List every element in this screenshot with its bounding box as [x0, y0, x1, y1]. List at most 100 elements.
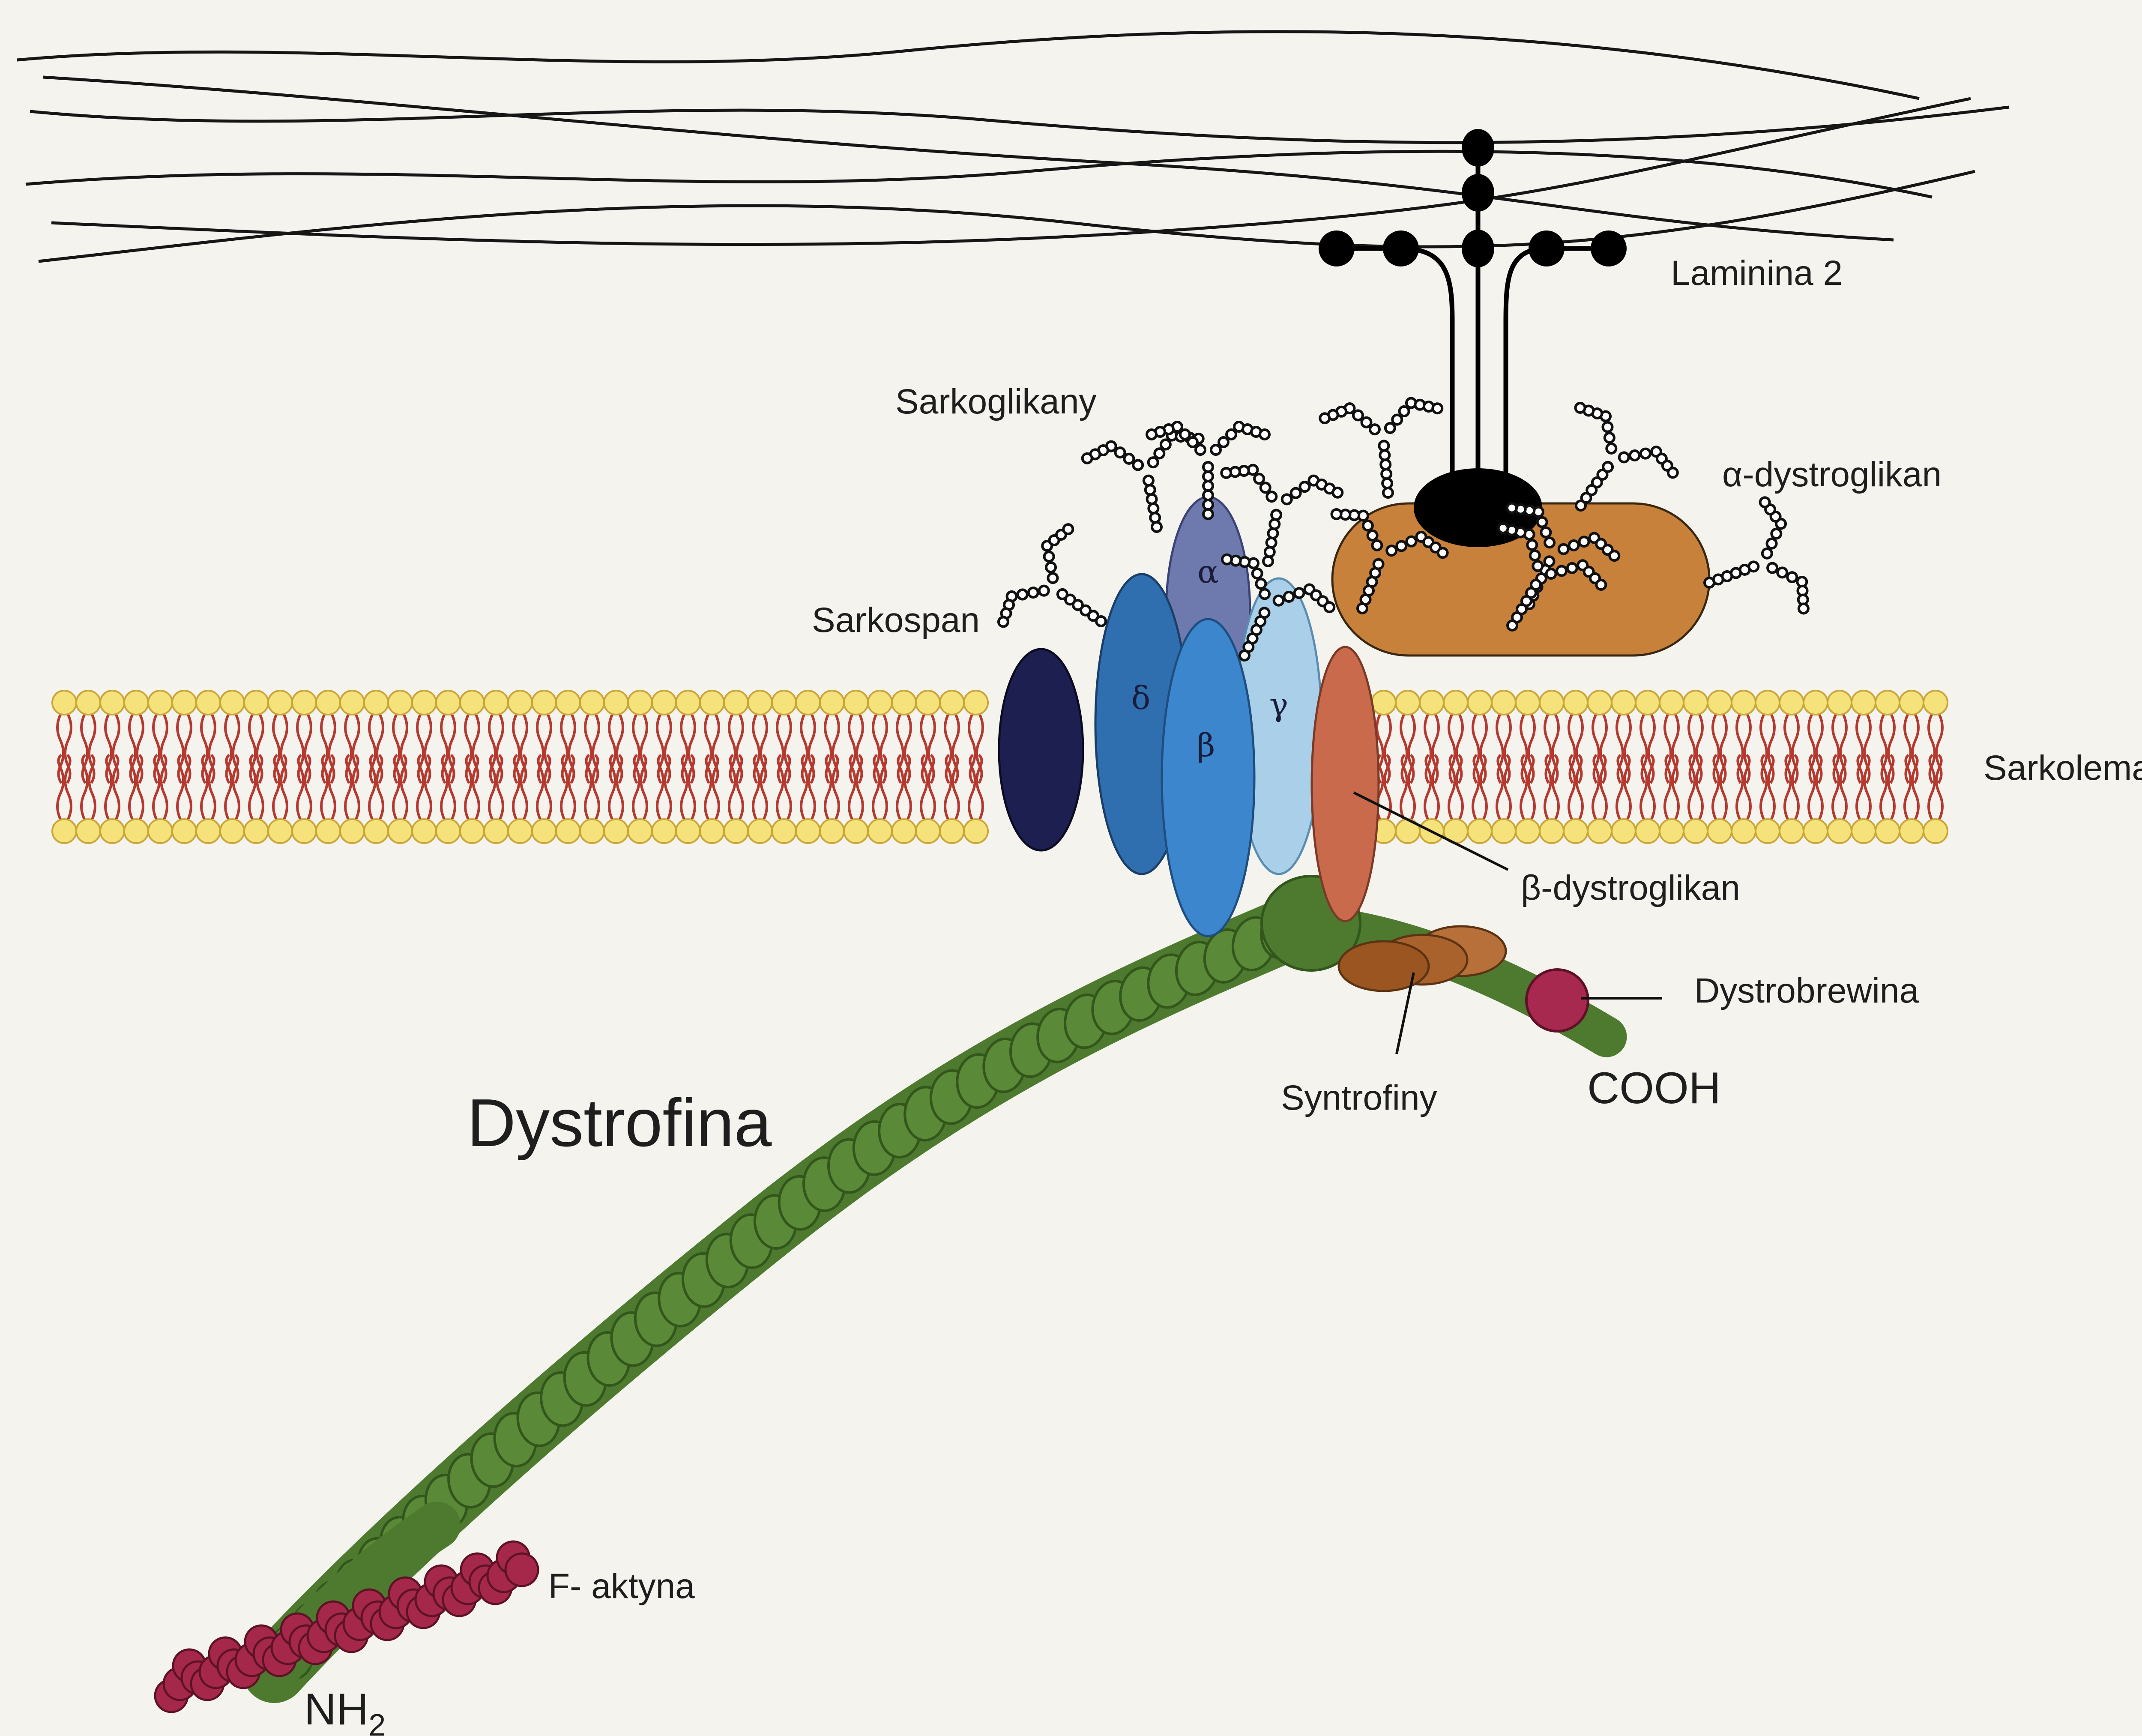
lipid-head [1732, 691, 1756, 715]
lipid-head [1588, 819, 1612, 843]
lipid-head [820, 691, 844, 715]
glycan-bead [1180, 430, 1190, 439]
lipid-head [124, 819, 148, 843]
lipid-head [1708, 691, 1732, 715]
lipid-head [1828, 691, 1852, 715]
lipid-head [772, 819, 796, 843]
glycan-bead [1143, 475, 1154, 486]
lipid-head [1660, 691, 1684, 715]
lipid-head [244, 691, 268, 715]
lipid-head [508, 691, 532, 715]
glycan-bead [1271, 509, 1281, 520]
beta-dystroglycan [1312, 647, 1379, 921]
lipid-head [1852, 819, 1876, 843]
lipid-head [1492, 819, 1516, 843]
lipid-head [1756, 819, 1780, 843]
glycan-bead [1437, 547, 1449, 559]
lipid-head [484, 691, 508, 715]
label-alpha-dystroglycan: α-dystroglikan [1722, 455, 1942, 494]
lipid-head [220, 691, 244, 715]
glycan-bead [1798, 602, 1810, 614]
glycan-bead [1330, 508, 1342, 520]
sarcoglycan-gamma-label: γ [1269, 686, 1288, 723]
lipid-head [508, 819, 532, 843]
lipid-head [700, 691, 724, 715]
label-beta-dystroglycan: β-dystroglikan [1521, 868, 1740, 907]
lipid-head [1540, 819, 1564, 843]
lipid-head [316, 691, 340, 715]
lipid-head [1876, 819, 1900, 843]
glycan-bead [1203, 509, 1213, 519]
glycan-bead [1082, 453, 1092, 464]
label-syntrophins: Syntrofiny [1281, 1078, 1437, 1117]
lipid-head [364, 691, 388, 715]
lipid-head [1444, 691, 1468, 715]
lipid-head [292, 819, 316, 843]
lipid-head [1420, 691, 1444, 715]
lipid-head [820, 819, 844, 843]
glycan-bead [1373, 558, 1385, 570]
lipid-head [196, 819, 220, 843]
lipid-head [124, 691, 148, 715]
lipid-head [1876, 691, 1900, 715]
lipid-head [388, 691, 412, 715]
glycan-bead [1319, 413, 1330, 423]
lipid-head [148, 819, 172, 843]
lipid-head [868, 819, 892, 843]
lipid-head [1468, 819, 1492, 843]
lipid-head [1804, 691, 1828, 715]
lipid-head [1684, 691, 1708, 715]
lipid-head [1372, 691, 1396, 715]
lipid-head [460, 691, 484, 715]
lipid-head [964, 819, 988, 843]
lipid-head [268, 691, 292, 715]
lipid-head [220, 819, 244, 843]
lipid-head [460, 819, 484, 843]
glycan-bead [1211, 445, 1221, 455]
lipid-head [52, 819, 76, 843]
glycan-bead [1203, 500, 1213, 509]
lipid-head [556, 691, 580, 715]
glycan-bead [1219, 437, 1228, 447]
lipid-head [844, 691, 868, 715]
lipid-head [1756, 691, 1780, 715]
lipid-head [1924, 819, 1948, 843]
sarcoglycan-beta-label: β [1197, 727, 1215, 764]
label-laminin: Laminina 2 [1671, 254, 1843, 293]
lipid-head [1492, 691, 1516, 715]
sarcospan [999, 649, 1083, 850]
lipid-head [892, 819, 916, 843]
lipid-head [772, 691, 796, 715]
lipid-head [556, 819, 580, 843]
lipid-head [1636, 819, 1660, 843]
lipid-head [916, 819, 940, 843]
lipid-head [1828, 819, 1852, 843]
sarcoglycan-alpha-label: α [1197, 554, 1219, 590]
glycan-bead [1379, 441, 1389, 451]
label-sarcolemma: Sarkolema [1983, 748, 2142, 787]
lipid-head [1780, 691, 1804, 715]
lipid-head [1468, 691, 1492, 715]
lipid-head [868, 691, 892, 715]
lipid-head [748, 819, 772, 843]
lipid-head [940, 691, 964, 715]
label-nh2-main: NH [304, 1685, 368, 1734]
lipid-head [652, 691, 676, 715]
lipid-head [148, 691, 172, 715]
glycan-bead [1747, 560, 1759, 572]
lipid-head [1852, 691, 1876, 715]
lipid-head [412, 691, 436, 715]
lipid-head [724, 819, 748, 843]
lipid-head [316, 819, 340, 843]
lipid-head [388, 819, 412, 843]
lipid-head [724, 691, 748, 715]
lipid-head [532, 691, 556, 715]
lipid-head [76, 819, 100, 843]
glycan-bead [1759, 496, 1771, 508]
lipid-head [1684, 819, 1708, 843]
lipid-head [100, 819, 124, 843]
glycan-bead [1188, 437, 1197, 447]
lipid-head [340, 691, 364, 715]
lipid-head [676, 691, 700, 715]
label-sarcospan: Sarkospan [812, 601, 980, 640]
